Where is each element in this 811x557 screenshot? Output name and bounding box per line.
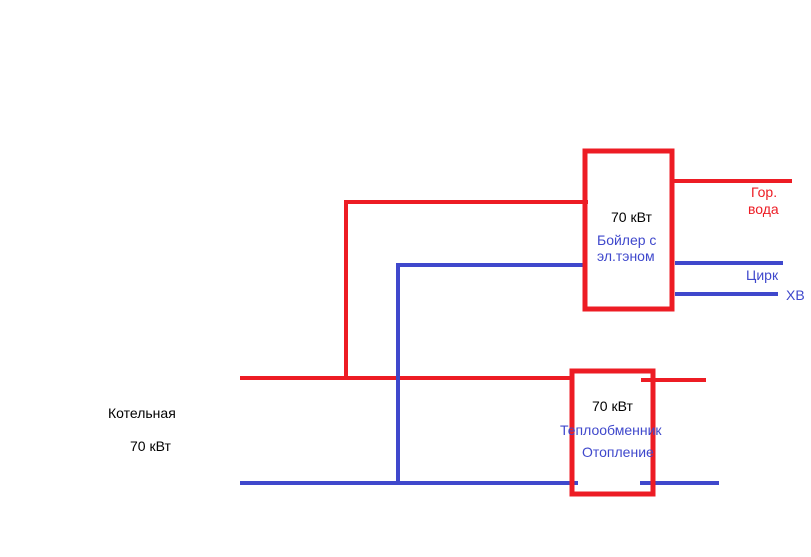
hot-water-label-line1: Гор.: [751, 184, 777, 200]
heat-exchanger-box: [569, 368, 656, 497]
boiler-room-power: 70 кВт: [130, 438, 171, 454]
boiler-box: [582, 148, 675, 312]
boiler-name-line1: Бойлер с: [597, 232, 656, 248]
heat-exchanger-name: Теплообменник: [560, 422, 662, 438]
heat-exchanger-purpose: Отопление: [582, 444, 654, 460]
boiler-name-line2: эл.тэном: [597, 248, 655, 264]
heat-exchanger-power: 70 кВт: [592, 398, 633, 414]
cold-water-label: ХВ: [786, 287, 805, 303]
boiler-room-label: Котельная: [108, 405, 176, 421]
circulation-label: Цирк: [746, 267, 779, 283]
hot-water-label-line2: вода: [748, 201, 779, 217]
boiler-power: 70 кВт: [611, 209, 652, 225]
